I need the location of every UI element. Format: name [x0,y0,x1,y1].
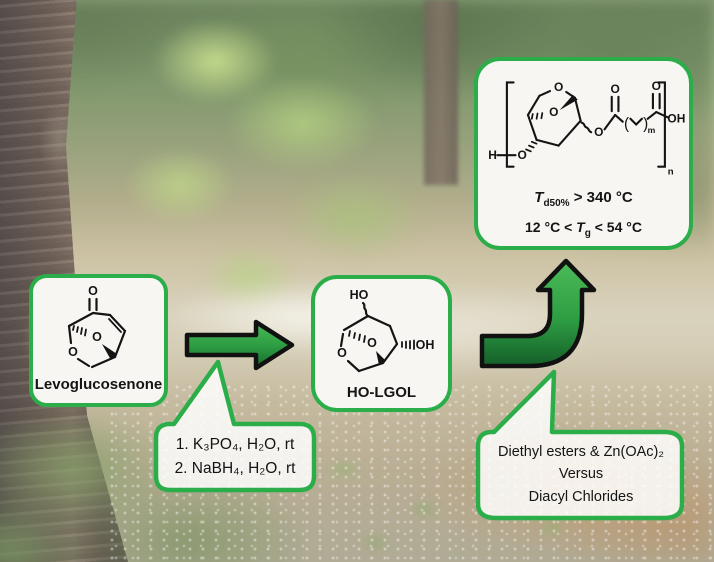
ester-oxygen-label: O [594,125,603,139]
t-symbol: T [534,189,544,206]
bridge-oxygen-label: O [367,336,377,350]
holgol-panel: HO O O OH HO-LGOL [311,275,452,412]
polymer-product-panel: n H O O O O O ( [474,57,693,250]
holgol-label: HO-LGOL [346,384,417,401]
right-bracket [657,81,666,168]
bridge-oxygen-label: O [549,105,558,119]
repeat-n-label: n [668,166,674,177]
diacyl-chlorides-label: Diacyl Chlorides [528,488,634,505]
speech-bubble-shape [475,369,685,521]
end-hydrogen-label: H [488,148,497,162]
versus-label: Versus [558,466,604,483]
tg-subscript: g [584,227,591,239]
levoglucosenone-structure: O O O [67,284,126,369]
paren-close: ) [643,115,648,132]
holgol-structure: HO O O OH [337,288,434,373]
squiggle-bond [580,121,593,134]
td-value: > 340 °C [569,189,633,206]
squiggle-bond [361,301,368,317]
polymer-structure: n H O O O O O ( [488,79,685,177]
condition-step-1: 1. K₃PO₄, H₂O, rt [175,436,295,453]
decomposition-temperature: Td50% > 340 °C [534,189,632,209]
end-hydroxyl-label: OH [667,112,685,126]
glass-transition-range: 12 °C < Tg < 54 °C [525,219,642,239]
monomer-options: Diethyl esters & Zn(OAc)₂ [498,444,664,460]
right-arrow-shape [184,319,295,371]
reaction-arrow [184,319,295,371]
levoglucosenone-panel: O O O Levoglucosenone [29,274,168,407]
ketone-oxygen-label: O [88,284,98,298]
conditions-callout-text: 1. K₃PO₄, H₂O, rt 2. NaBH₄, H₂O, rt [160,433,310,481]
td-subscript: d50% [543,198,570,209]
ring-oxygen-label: O [337,346,347,360]
tg-upper-bound: < 54 °C [590,219,642,235]
link-oxygen-label: O [518,148,527,162]
t-symbol: T [576,219,585,235]
wedge-bond [559,94,578,111]
ring-oxygen-label: O [68,345,78,359]
hydroxyl-ho-label: HO [349,288,368,302]
polymerization-callout-bubble [475,369,685,521]
levoglucosenone-label: Levoglucosenone [34,376,163,393]
up-curved-arrow-shape [479,258,597,369]
polymerization-callout-text: Diethyl esters & Zn(OAc)₂ Versus Diacyl … [481,441,681,508]
ring-oxygen-label: O [554,80,563,94]
wedge-bond [375,351,385,365]
carbonyl-oxygen-left: O [610,82,619,96]
repeat-m-label: m [648,125,656,135]
paren-open: ( [624,115,630,132]
wedge-bond [101,344,117,360]
speech-bubble-shape [153,359,317,493]
condition-step-2: 2. NaBH₄, H₂O, rt [174,460,296,478]
carbonyl-oxygen-right: O [652,79,661,93]
left-bracket [505,81,515,168]
curved-arrow [479,258,597,369]
conditions-callout-bubble [153,359,317,493]
bridge-oxygen-label: O [92,330,102,344]
hydroxyl-oh-label: OH [415,338,434,352]
tg-lower-bound: 12 °C < [525,219,577,235]
